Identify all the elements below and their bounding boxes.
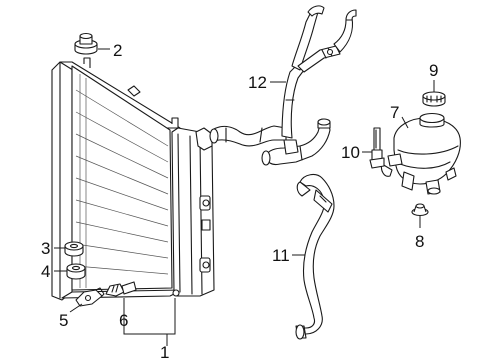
callout-4: 4	[41, 262, 50, 281]
mount-bushing-lower	[66, 263, 86, 280]
reservoir-grommet	[411, 203, 429, 217]
reservoir-cap	[422, 91, 446, 107]
mount-bushing-upper	[64, 241, 84, 257]
callout-2: 2	[113, 41, 122, 60]
upper-hose-assembly	[209, 5, 357, 166]
callout-6: 6	[119, 311, 128, 330]
level-sensor	[369, 127, 385, 169]
callout-1: 1	[160, 343, 169, 360]
radiator-cap	[74, 32, 98, 55]
callout-12: 12	[248, 73, 267, 92]
callout-8: 8	[415, 232, 424, 251]
coolant-reservoir	[380, 112, 461, 195]
callout-labels: 1 2 3 4 5 6 7 8 9 10 11 12	[41, 41, 438, 360]
callout-10: 10	[341, 143, 360, 162]
callout-11: 11	[272, 246, 290, 265]
lower-hose	[295, 173, 335, 340]
leader-lines	[54, 48, 435, 346]
callout-7: 7	[390, 103, 399, 122]
radiator-core-fins	[75, 74, 169, 288]
callout-3: 3	[41, 239, 50, 258]
radiator	[51, 57, 215, 301]
mounting-bracket	[75, 287, 105, 307]
drain-plug	[105, 281, 137, 297]
callout-5: 5	[59, 311, 68, 330]
callout-9: 9	[429, 61, 438, 80]
